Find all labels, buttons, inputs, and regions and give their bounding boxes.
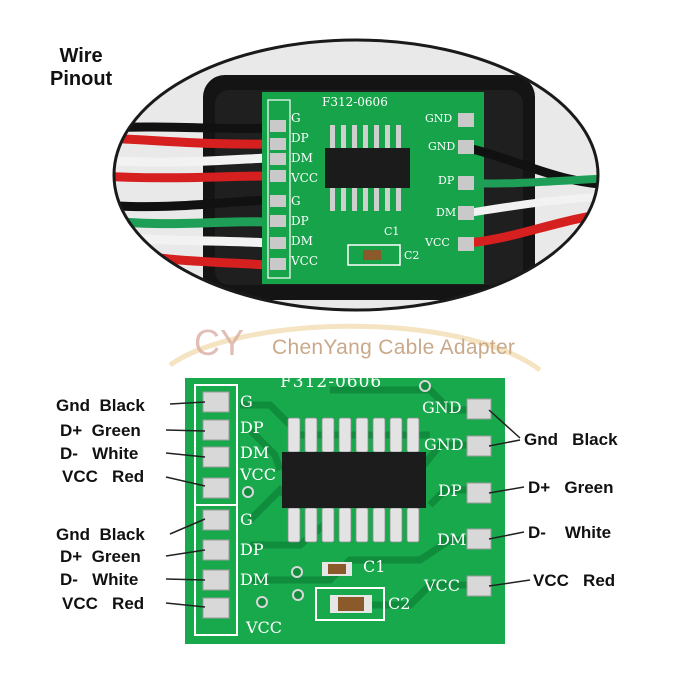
board-pin-dp-r: DP	[438, 481, 462, 500]
photo-right-pin-1: GND	[425, 112, 453, 125]
title-line-1: Wire	[59, 45, 103, 67]
board-pin-dm-2: DM	[240, 570, 270, 589]
board-pin-vcc-1: VCC	[240, 465, 277, 484]
board-pin-vcc-r: VCC	[424, 576, 461, 595]
watermark-logo-text: CY	[194, 322, 244, 363]
right-label-dminus: D- White	[528, 523, 612, 542]
left-label-vcc-1: VCC Red	[62, 467, 145, 486]
left-label-dplus-1: D+ Green	[60, 421, 141, 440]
right-label-dplus: D+ Green	[528, 478, 614, 497]
photo-cap-c1: C1	[384, 225, 400, 238]
right-solder-pads	[466, 398, 492, 597]
left-leader-lines	[165, 401, 206, 608]
right-wires	[463, 143, 598, 248]
board-cap-c1: C1	[363, 557, 386, 576]
left-solder-pads	[202, 391, 230, 619]
right-leader-lines	[488, 409, 531, 587]
board-pin-dm-1: DM	[240, 443, 270, 462]
board-cap-c2: C2	[388, 594, 411, 613]
board-pin-g-1: G	[240, 392, 253, 411]
board-model: F312-0606	[280, 372, 383, 392]
board-pin-g-2: G	[240, 510, 253, 529]
watermark-logo: CY	[168, 322, 542, 373]
left-label-dplus-2: D+ Green	[60, 547, 141, 566]
right-label-gnd: Gnd Black	[524, 430, 618, 449]
left-label-dminus-2: D- White	[60, 570, 139, 589]
board-pin-dm-r: DM	[437, 530, 467, 549]
board-pin-gnd-1: GND	[422, 398, 462, 417]
right-label-vcc: VCC Red	[533, 571, 616, 590]
watermark-brand: ChenYang Cable Adapter	[272, 336, 516, 359]
left-label-gnd-2: Gnd Black	[56, 525, 145, 544]
left-label-vcc-2: VCC Red	[62, 594, 145, 613]
photo-cap-c2: C2	[404, 249, 420, 262]
photo-right-pin-2: GND	[428, 140, 456, 153]
board-pin-dp-1: DP	[240, 418, 264, 437]
chip-icon	[282, 417, 426, 543]
title-line-2: Pinout	[50, 68, 113, 90]
capacitor-icon	[315, 562, 385, 621]
photo-frame	[112, 38, 600, 312]
photo-right-pin-3: DP	[438, 174, 455, 187]
board-pin-dp-2: DP	[240, 540, 264, 559]
photo-right-pin-4: DM	[436, 206, 457, 219]
left-label-dminus-1: D- White	[60, 444, 139, 463]
board-pin-vcc-2: VCC	[246, 618, 283, 637]
pinout-title: Wire Pinout	[50, 45, 112, 91]
left-label-gnd-1: Gnd Black	[56, 396, 145, 415]
photo-right-pin-5: VCC	[425, 236, 450, 249]
photo-model: F312-0606	[322, 95, 388, 109]
board-pin-gnd-2: GND	[424, 435, 464, 454]
